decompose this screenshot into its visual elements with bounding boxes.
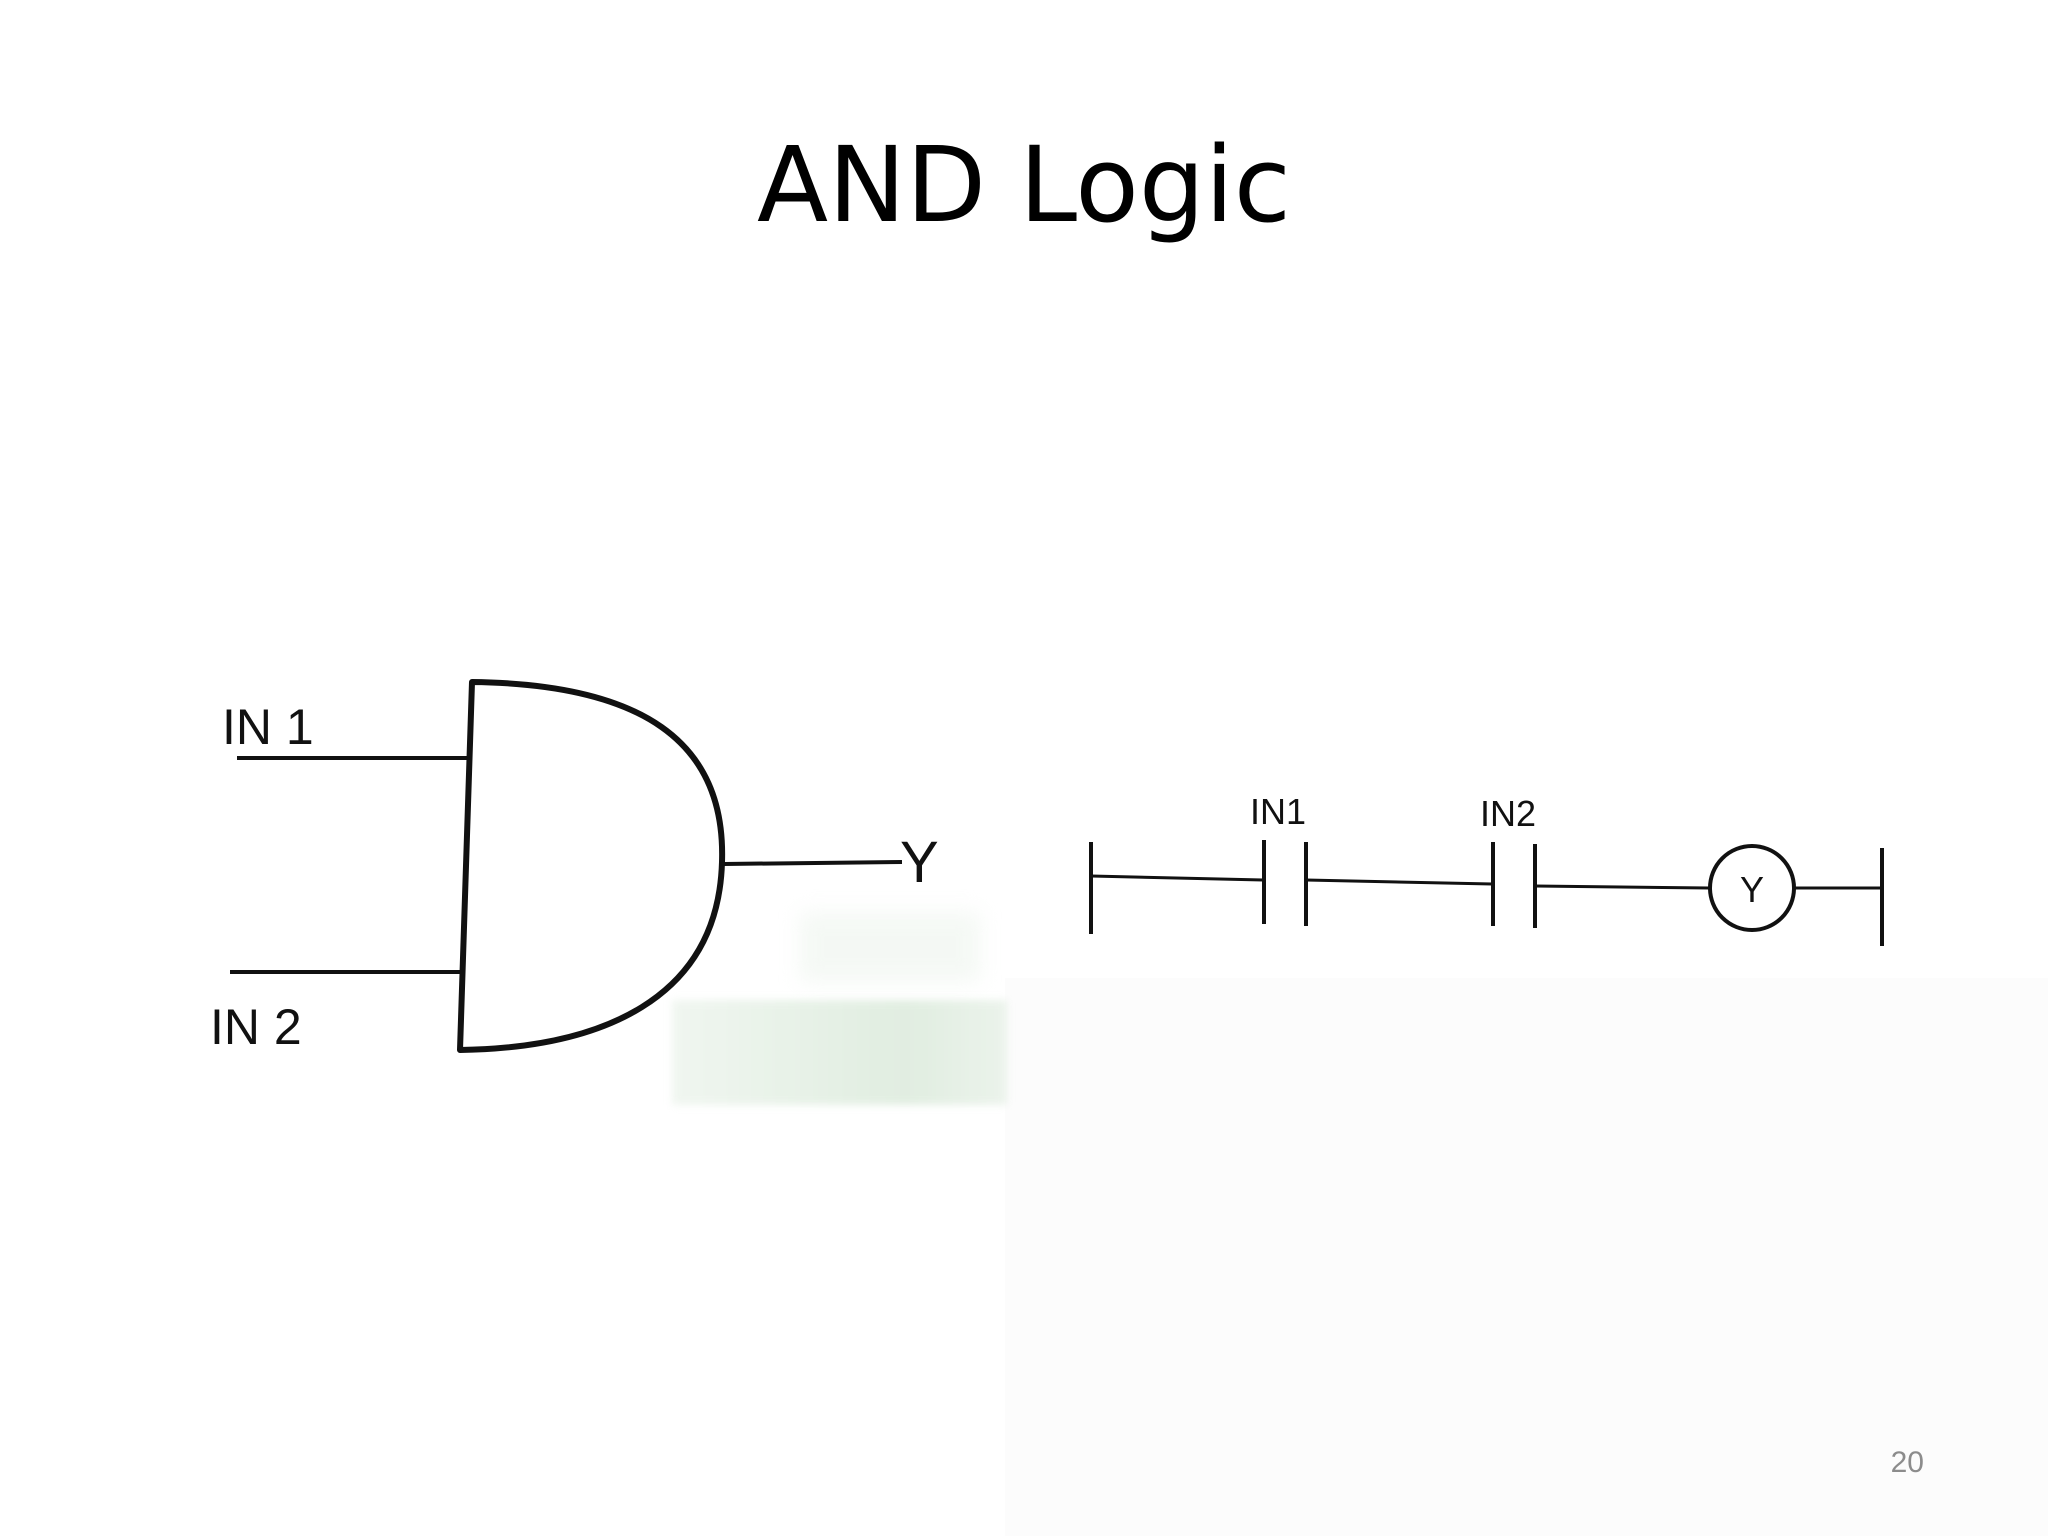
contact-in2-label: IN2: [1480, 793, 1536, 834]
input-2-label: IN 2: [210, 999, 302, 1055]
contact-in2: [1491, 842, 1537, 928]
input-1-label: IN 1: [222, 699, 314, 755]
contact-in1: [1262, 840, 1308, 926]
photo-background: [1005, 978, 2048, 1536]
rung-wire-1: [1090, 874, 1264, 882]
contact-in1-label: IN1: [1250, 791, 1306, 832]
rung-wire-3: [1534, 884, 1710, 890]
ladder-diagram: IN1 IN2 Y: [1089, 791, 1884, 946]
slide-title: AND Logic: [757, 124, 1291, 246]
output-label: Y: [900, 830, 939, 895]
rung-wire-2: [1305, 878, 1493, 886]
photo-smudge-light: [800, 912, 980, 982]
output-coil-label: Y: [1740, 869, 1764, 910]
photo-smudge: [672, 1000, 1007, 1105]
and-gate-diagram: IN 1 IN 2 Y: [210, 679, 939, 1055]
output-wire: [723, 860, 903, 866]
page-number: 20: [1890, 1446, 1924, 1479]
and-gate-body: [457, 679, 726, 1053]
